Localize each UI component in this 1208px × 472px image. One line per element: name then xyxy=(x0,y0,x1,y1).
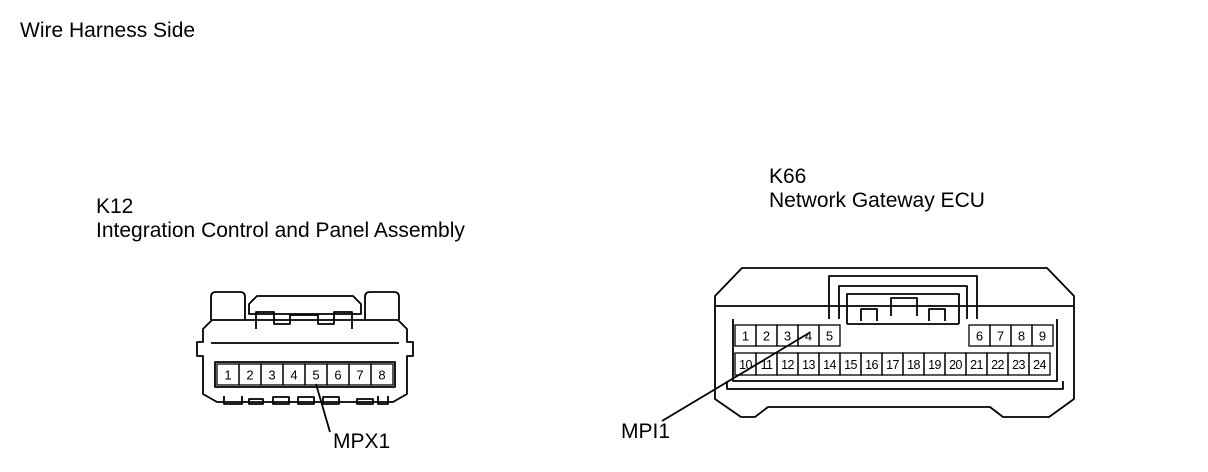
view-label: Wire Harness Side xyxy=(20,19,196,42)
k12-pin-6: 6 xyxy=(326,363,350,386)
k12-pin-cell xyxy=(370,363,394,386)
k12-pin-8: 8 xyxy=(370,363,394,386)
k66-pin-19: 19 xyxy=(923,352,946,376)
k66-pin-24: 24 xyxy=(1028,352,1051,376)
k66-pin-cell xyxy=(818,324,841,347)
k66-pin-3: 3 xyxy=(776,324,799,347)
k66-pin-7: 7 xyxy=(989,324,1012,347)
k12-pin-label: 2 xyxy=(246,368,253,383)
k12-pin-label: 3 xyxy=(268,368,275,383)
k12-pin-label: 6 xyxy=(334,368,341,383)
k66-pin-label: 12 xyxy=(781,358,794,372)
k66-pin-cell xyxy=(1031,324,1054,347)
k66-pin-4: 4 xyxy=(797,324,820,347)
k66-pin-label: 24 xyxy=(1033,358,1046,372)
k66-pin-label: 16 xyxy=(865,358,878,372)
k66-pin-14: 14 xyxy=(818,352,841,376)
k66-pin-label: 21 xyxy=(970,358,983,372)
k12-connector-body xyxy=(196,291,414,405)
k12-pin-label: 4 xyxy=(290,368,297,383)
k66-pin-label: 5 xyxy=(826,329,833,344)
k12-pin-label: 5 xyxy=(312,368,319,383)
k66-pin-17: 17 xyxy=(881,352,904,376)
k12-pin-4: 4 xyxy=(282,363,306,386)
k66-pin-label: 13 xyxy=(802,358,815,372)
k66-pin-label: 17 xyxy=(886,358,899,372)
k12-connector-name: Integration Control and Panel Assembly xyxy=(96,219,465,242)
k66-pin-label: 2 xyxy=(763,329,770,344)
k12-pin-label: 1 xyxy=(224,368,231,383)
k66-pin-label: 19 xyxy=(928,358,941,372)
k12-pin-1: 1 xyxy=(216,363,240,386)
k66-pin-cell xyxy=(1028,352,1051,376)
k66-pin-20: 20 xyxy=(944,352,967,376)
k66-pin-11: 11 xyxy=(755,352,778,376)
k12-callout-leader xyxy=(315,383,331,433)
k66-pin-label: 8 xyxy=(1018,329,1025,344)
k12-pin-5: 5 xyxy=(304,363,328,386)
k66-pin-label: 4 xyxy=(805,329,812,344)
k66-connector-name: Network Gateway ECU xyxy=(769,189,985,212)
k66-pin-8: 8 xyxy=(1010,324,1033,347)
k66-pin-label: 11 xyxy=(761,358,773,372)
k12-pin-label: 7 xyxy=(356,368,363,383)
k66-pin-label: 23 xyxy=(1012,358,1025,372)
k66-pin-13: 13 xyxy=(797,352,820,376)
k66-pin-23: 23 xyxy=(1007,352,1030,376)
k66-connector-body xyxy=(714,267,1075,418)
k12-pin-label: 8 xyxy=(378,368,385,383)
k12-callout-label: MPX1 xyxy=(333,430,391,453)
k12-pin-3: 3 xyxy=(260,363,284,386)
k66-pin-label: 9 xyxy=(1039,329,1046,344)
k66-pin-label: 18 xyxy=(907,358,920,372)
k66-pin-label: 3 xyxy=(784,329,791,344)
k66-pin-label: 22 xyxy=(991,358,1004,372)
k12-connector-code: K12 xyxy=(96,195,134,218)
k66-pin-label: 15 xyxy=(844,358,857,372)
k12-pin-2: 2 xyxy=(238,363,262,386)
k66-pin-18: 18 xyxy=(902,352,925,376)
k66-pin-1: 1 xyxy=(734,324,757,347)
k66-pin-label: 7 xyxy=(997,329,1004,344)
k66-pin-5: 5 xyxy=(818,324,841,347)
k66-connector-code: K66 xyxy=(769,165,807,188)
k66-callout-leader xyxy=(661,332,810,422)
k66-pin-label: 14 xyxy=(823,358,836,372)
k66-pin-12: 12 xyxy=(776,352,799,376)
k66-pin-2: 2 xyxy=(755,324,778,347)
k66-pin-6: 6 xyxy=(968,324,991,347)
k66-pin-16: 16 xyxy=(860,352,883,376)
k66-pin-15: 15 xyxy=(839,352,862,376)
k66-pin-label: 6 xyxy=(976,329,983,344)
k66-pin-21: 21 xyxy=(965,352,988,376)
k66-pin-label: 1 xyxy=(742,329,749,344)
k66-pin-9: 9 xyxy=(1031,324,1054,347)
k66-pin-22: 22 xyxy=(986,352,1009,376)
k66-callout-label: MPI1 xyxy=(621,420,671,443)
k66-pin-label: 20 xyxy=(949,358,962,372)
k12-pin-7: 7 xyxy=(348,363,372,386)
